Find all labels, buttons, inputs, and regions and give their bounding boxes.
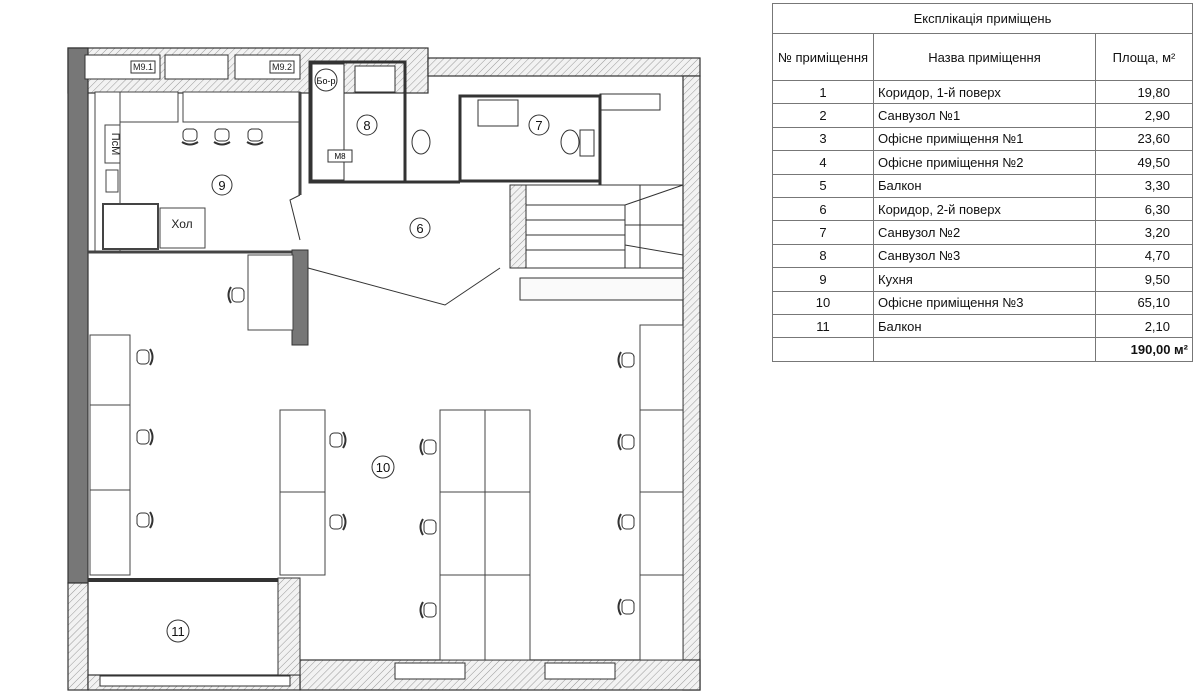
label-boiler: Бо-р [317, 76, 336, 86]
cell-name: Балкон [873, 313, 1096, 339]
kitchen-labels: М9.1 М9.2 ПсМ Хол [109, 60, 295, 231]
cell-name: Офісне приміщення №1 [873, 126, 1096, 152]
staircase [509, 184, 684, 301]
room-7-label: 7 [535, 118, 542, 133]
cell-name: Офісне приміщення №3 [873, 290, 1096, 315]
cell-number: 2 [772, 103, 874, 128]
label-dishwasher: ПсМ [109, 133, 121, 156]
label-m91: М9.1 [133, 62, 153, 72]
cell-name: Санвузол №2 [873, 220, 1096, 245]
cell-area: 4,70 [1095, 243, 1193, 269]
cell-number: 11 [772, 313, 874, 339]
cell-area: 49,50 [1095, 150, 1193, 175]
cell-area: 19,80 [1095, 79, 1193, 105]
cell-name: Кухня [873, 267, 1096, 292]
header-number: № приміщення [772, 33, 874, 81]
room-9-label: 9 [218, 178, 225, 193]
cell-number: 6 [772, 196, 874, 222]
windows [84, 54, 661, 687]
label-fridge: Хол [171, 217, 192, 231]
cell-area: 3,20 [1095, 220, 1193, 245]
kitchen [88, 91, 302, 254]
bathroom-7 [405, 94, 602, 184]
label-m92: М9.2 [272, 62, 292, 72]
office-furniture [89, 254, 684, 661]
cell-number: 1 [772, 79, 874, 105]
cell-name: Балкон [873, 173, 1096, 198]
cell-name: Коридор, 2-й поверх [873, 196, 1096, 222]
room-explication-table: Експлікація приміщень № приміщення Назва… [772, 3, 1193, 362]
cell-number: 4 [772, 150, 874, 175]
header-area: Площа, м² [1095, 33, 1193, 81]
exterior-walls [67, 47, 701, 691]
room-11-label: 11 [171, 624, 185, 639]
floor-plan: М9.1 М9.2 ПсМ Хол Бо-р М8 [67, 47, 701, 691]
header-name: Назва приміщення [873, 33, 1096, 81]
cell-name: Коридор, 1-й поверх [873, 79, 1096, 105]
cell-name: Санвузол №1 [873, 103, 1096, 128]
label-m8: М8 [334, 152, 346, 161]
cell-area: 2,10 [1095, 313, 1193, 339]
cell-number: 10 [772, 290, 874, 315]
table-title: Експлікація приміщень [772, 3, 1193, 34]
room-10-label: 10 [376, 460, 390, 475]
cell-number: 9 [772, 267, 874, 292]
empty-cell [772, 337, 874, 362]
cell-area: 9,50 [1095, 267, 1193, 292]
room-8-label: 8 [363, 118, 370, 133]
total-area: 190,00 м² [1095, 337, 1193, 362]
cell-number: 3 [772, 126, 874, 152]
cell-number: 8 [772, 243, 874, 269]
cell-number: 5 [772, 173, 874, 198]
room-6-label: 6 [416, 221, 423, 236]
cell-area: 65,10 [1095, 290, 1193, 315]
interior-walls [88, 96, 602, 676]
cell-name: Санвузол №3 [873, 243, 1096, 269]
bathroom-8 [308, 60, 431, 184]
cell-name: Офісне приміщення №2 [873, 150, 1096, 175]
room-numbers: 9 8 7 6 10 11 [166, 114, 550, 643]
cell-area: 3,30 [1095, 173, 1193, 198]
empty-cell [873, 337, 1096, 362]
cell-number: 7 [772, 220, 874, 245]
cell-area: 23,60 [1095, 126, 1193, 152]
cell-area: 2,90 [1095, 103, 1193, 128]
cell-area: 6,30 [1095, 196, 1193, 222]
